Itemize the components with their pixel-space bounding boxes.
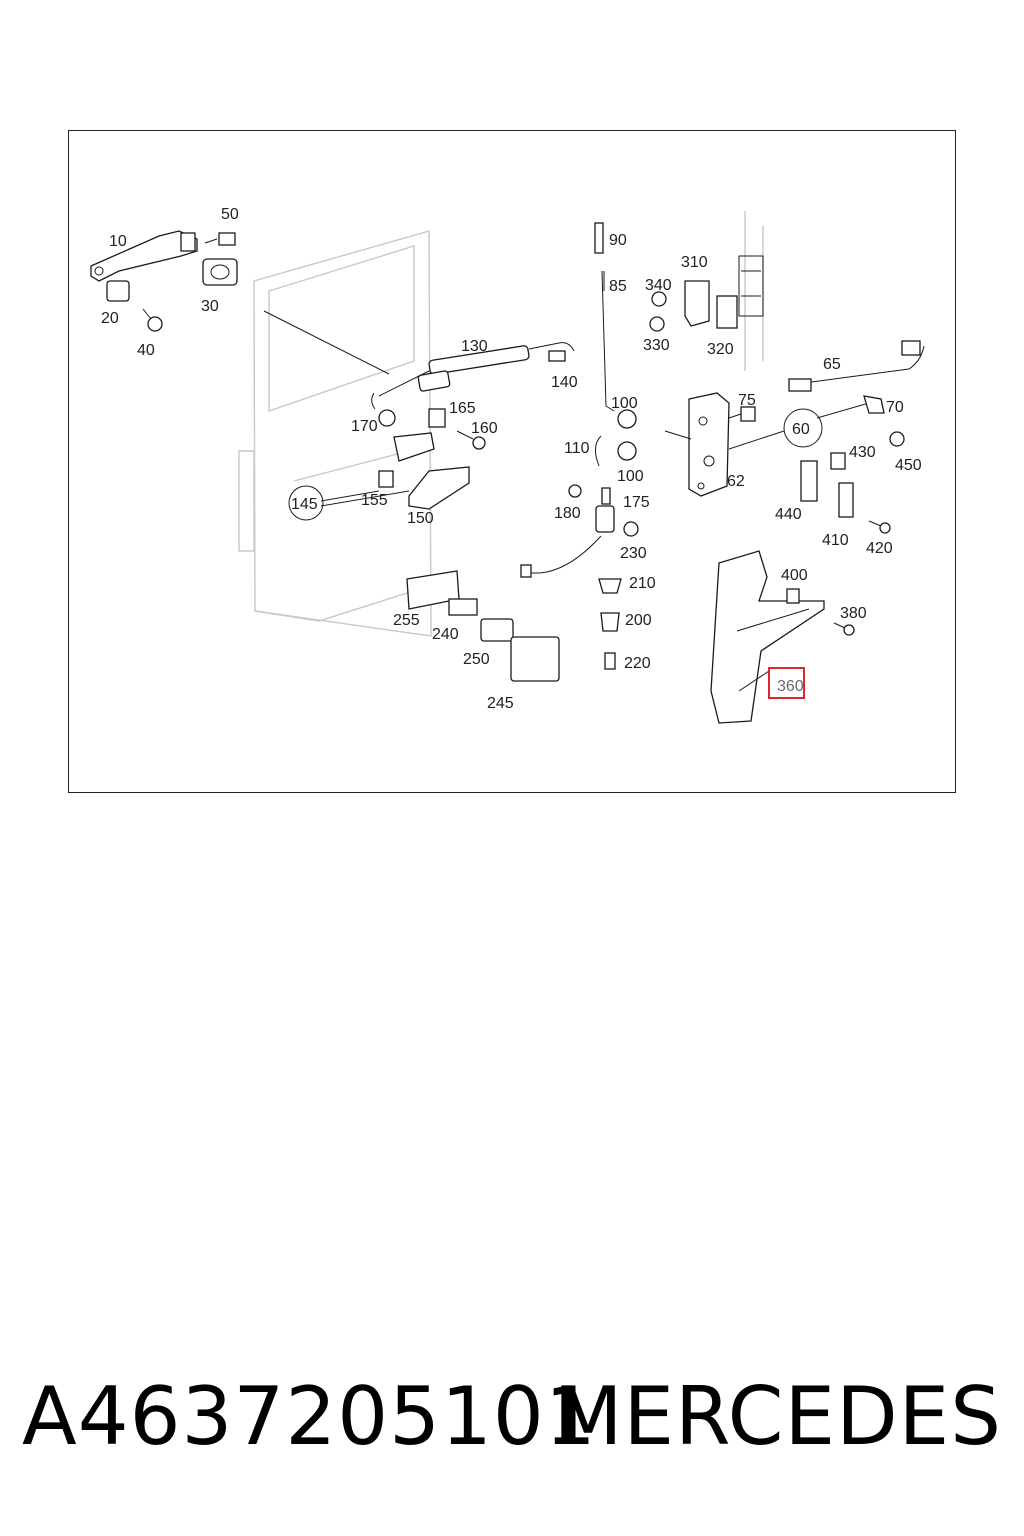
part-250-gasket — [480, 618, 514, 642]
door-outline — [238, 230, 432, 637]
part-155-clip — [378, 470, 394, 488]
part-65-cable — [788, 340, 925, 392]
callout-180: 180 — [554, 505, 581, 522]
callout-140: 140 — [551, 374, 578, 391]
callout-155: 155 — [361, 492, 388, 509]
footer: A4637205101 MERCEDES — [0, 1370, 1024, 1470]
callout-85: 85 — [609, 278, 627, 295]
part-220-pin — [604, 652, 616, 670]
part-70-clip — [863, 395, 885, 414]
part-70-leader — [816, 402, 870, 419]
callout-360: 360 — [777, 678, 804, 695]
callout-165: 165 — [449, 400, 476, 417]
part-420-screw — [868, 520, 891, 534]
part-380-screw — [833, 622, 855, 636]
callout-100-a: 100 — [611, 395, 638, 412]
callout-430: 430 — [849, 444, 876, 461]
part-145-inner-handle — [288, 432, 470, 521]
part-10-outer-handle — [90, 230, 198, 282]
callout-240: 240 — [432, 626, 459, 643]
callout-65: 65 — [823, 356, 841, 373]
part-430-block — [830, 452, 846, 470]
part-245-seal — [510, 636, 560, 682]
pillar-outline — [738, 211, 764, 371]
callout-70: 70 — [886, 399, 904, 416]
part-165-clip — [428, 408, 446, 428]
callout-320: 320 — [707, 341, 734, 358]
callout-60-ring — [783, 408, 823, 448]
callout-255: 255 — [393, 612, 420, 629]
part-240-insert — [448, 598, 478, 616]
callout-90: 90 — [609, 232, 627, 249]
part-360-bracket — [710, 550, 825, 724]
part-200-grommet — [600, 612, 620, 632]
part-85-90-rods — [594, 222, 615, 412]
callout-labels: 10 20 30 40 50 60 62 65 70 75 85 90 100 … — [101, 206, 922, 712]
callout-230: 230 — [620, 545, 647, 562]
callout-220: 220 — [624, 655, 651, 672]
callout-175: 175 — [623, 494, 650, 511]
part-50-bolt — [204, 232, 236, 246]
callout-310: 310 — [681, 254, 708, 271]
callout-10: 10 — [109, 233, 127, 250]
part-450-cap — [889, 431, 905, 447]
callout-20: 20 — [101, 310, 119, 327]
exploded-parts-diagram: 10 20 30 40 50 60 62 65 70 75 85 90 100 … — [90, 206, 925, 724]
callout-40: 40 — [137, 342, 155, 359]
callout-130: 130 — [461, 338, 488, 355]
part-310-340-brackets — [649, 280, 738, 332]
part-110-rod — [595, 435, 602, 467]
callout-330: 330 — [643, 337, 670, 354]
callout-245: 245 — [487, 695, 514, 712]
part-400-nut — [786, 588, 800, 604]
callout-100-b: 100 — [617, 468, 644, 485]
part-number: A4637205101 — [22, 1370, 597, 1463]
callout-380: 380 — [840, 605, 867, 622]
part-100-bushing-a — [617, 409, 637, 429]
brand-name: MERCEDES — [553, 1370, 1002, 1463]
part-440-plate — [800, 460, 818, 502]
part-130-rod — [263, 310, 575, 410]
highlight-box-360 — [768, 667, 805, 699]
callout-420: 420 — [866, 540, 893, 557]
callout-450: 450 — [895, 457, 922, 474]
part-40-bolt — [142, 308, 163, 332]
part-210-grommet — [598, 578, 622, 594]
part-170-grommet — [378, 409, 396, 427]
part-75-bolt — [728, 406, 756, 422]
part-60-leader — [728, 430, 785, 450]
callout-210: 210 — [629, 575, 656, 592]
parts-diagram-frame: 10 20 30 40 50 60 62 65 70 75 85 90 100 … — [68, 130, 956, 793]
callout-30: 30 — [201, 298, 219, 315]
callout-440: 440 — [775, 506, 802, 523]
part-410-striker — [838, 482, 854, 518]
part-100-bushing-b — [617, 441, 637, 461]
callout-200: 200 — [625, 612, 652, 629]
part-160-screw — [456, 430, 486, 450]
callout-145: 145 — [291, 496, 318, 513]
part-62-lock — [664, 392, 730, 497]
callout-160: 160 — [471, 420, 498, 437]
callout-75: 75 — [738, 392, 756, 409]
callout-410: 410 — [822, 532, 849, 549]
part-140-clip — [548, 350, 566, 362]
callout-60: 60 — [792, 421, 810, 438]
part-175-actuator — [520, 484, 639, 578]
callout-110: 110 — [564, 440, 590, 457]
part-30-gasket — [202, 258, 238, 286]
callout-340: 340 — [645, 277, 672, 294]
callout-150: 150 — [407, 510, 434, 527]
callout-250: 250 — [463, 651, 490, 668]
part-20-seal — [106, 280, 130, 302]
callout-400: 400 — [781, 567, 808, 584]
callout-62: 62 — [727, 473, 745, 490]
callout-170: 170 — [351, 418, 378, 435]
callout-50: 50 — [221, 206, 239, 223]
